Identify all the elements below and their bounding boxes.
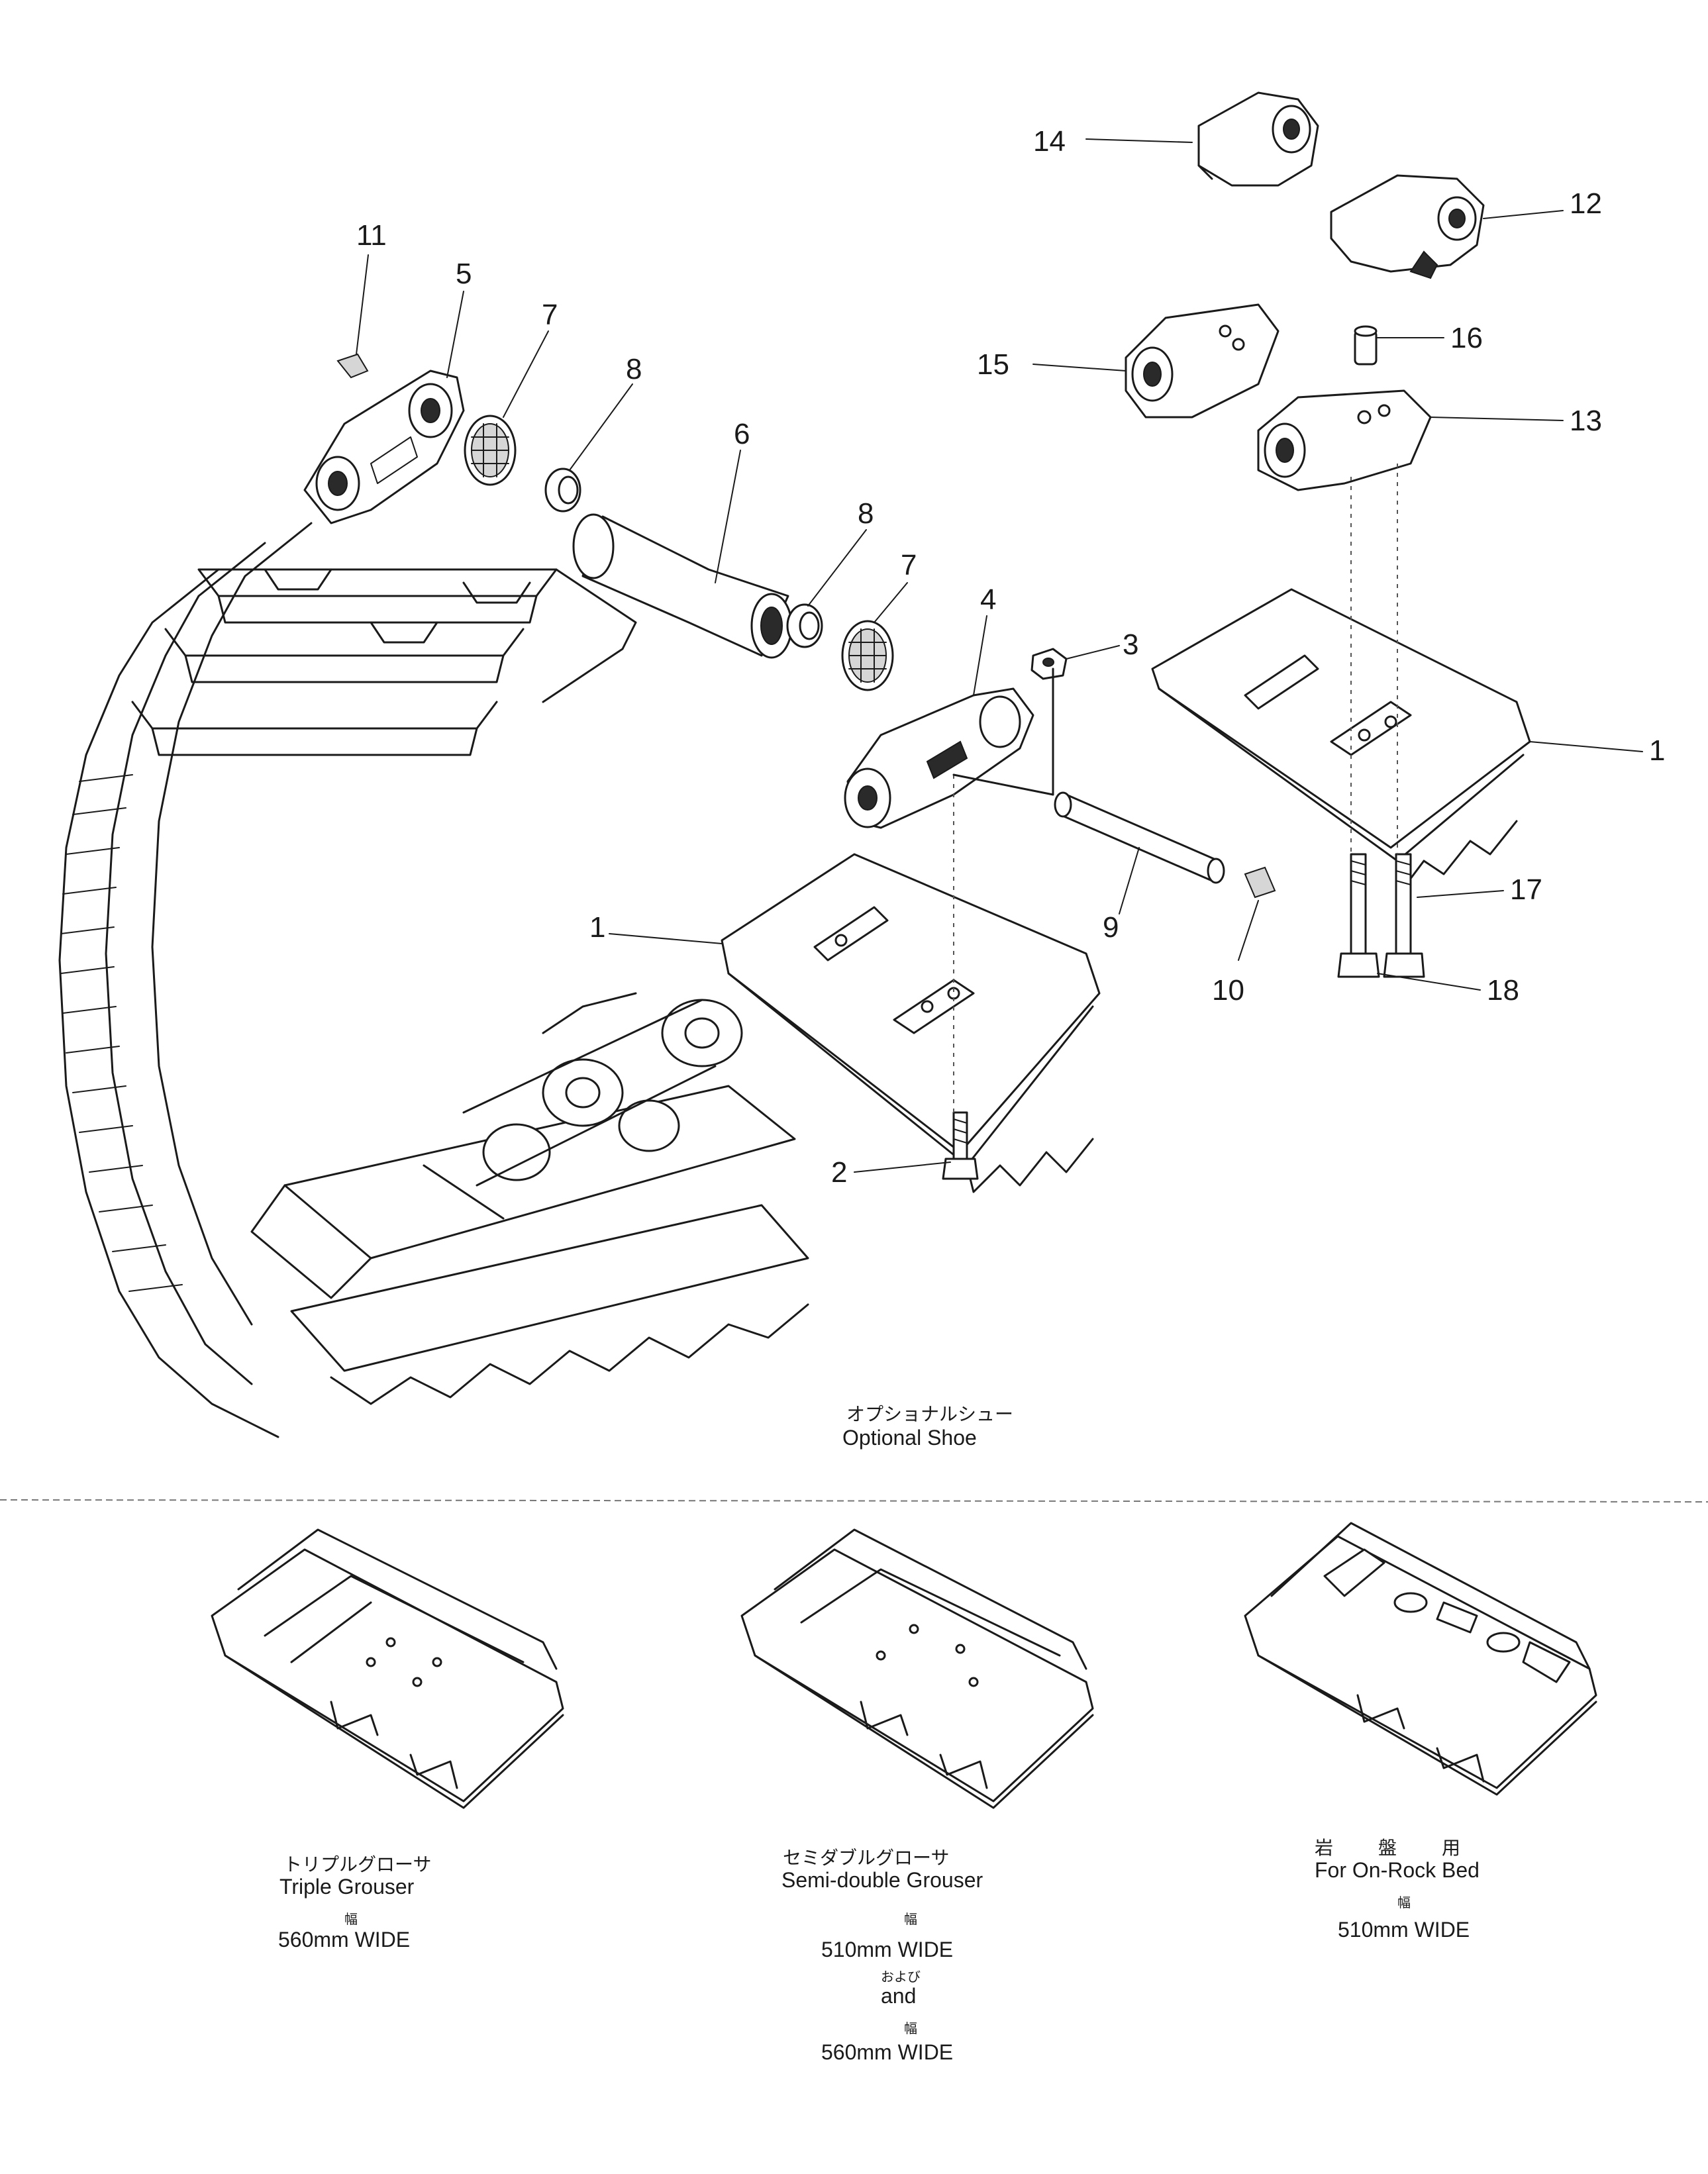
rock-bed-width: 510mm WIDE (1338, 1918, 1470, 1942)
semi-double-width2-jp: 幅 (904, 2020, 917, 2036)
part-1-shoe-center (721, 853, 1101, 1193)
callout-5: 5 (456, 258, 472, 290)
triple-grouser-name: Triple Grouser (279, 1875, 415, 1899)
part-3-nut (1030, 648, 1068, 680)
shoe-semi-double-drawing (740, 1528, 1094, 1809)
triple-grouser-jp: トリプルグローサ (283, 1853, 431, 1875)
callout-1b: 1 (1649, 734, 1665, 767)
callout-13: 13 (1570, 405, 1602, 437)
part-4-link (844, 687, 1034, 829)
semi-double-jp: セミダブルグローサ (783, 1847, 949, 1869)
callout-7a: 7 (542, 299, 558, 331)
part-5-link (303, 370, 465, 524)
callout-6: 6 (734, 418, 750, 450)
rock-bed-name: For On-Rock Bed (1315, 1858, 1480, 1882)
callout-11: 11 (356, 219, 387, 252)
track-assembly-drawing (58, 522, 809, 1438)
callout-3: 3 (1123, 628, 1138, 661)
part-8-ring-a (544, 468, 581, 513)
part-7-seal-a (464, 415, 517, 486)
callout-8a: 8 (626, 353, 642, 385)
rock-bed-jp: 岩 盤 用 (1315, 1837, 1474, 1859)
part-8-ring-b (786, 603, 823, 648)
part-2-bolt (942, 1111, 979, 1180)
triple-grouser-width-jp: 幅 (344, 1911, 358, 1927)
semi-double-width: 510mm WIDE (821, 1938, 953, 1961)
part-14-master-link (1197, 91, 1319, 187)
exploded-parts (303, 91, 1531, 1193)
callout-labels: 14 12 11 5 7 8 6 8 7 4 3 15 16 13 1 1 9 … (356, 125, 1665, 1189)
callout-leaders (356, 138, 1643, 1173)
callout-2: 2 (831, 1156, 847, 1189)
callout-18: 18 (1487, 974, 1519, 1007)
optional-shoe-en: Optional Shoe (842, 1426, 977, 1450)
shoe-triple-grouser-drawing (211, 1528, 564, 1809)
part-12-master-link (1330, 174, 1485, 279)
semi-double-and: and (881, 1984, 916, 2008)
semi-double-width2: 560mm WIDE (821, 2040, 953, 2064)
part-13-master-link (1257, 389, 1432, 491)
callout-14: 14 (1033, 125, 1066, 158)
part-16-pin (1354, 325, 1378, 366)
callout-10: 10 (1212, 974, 1244, 1007)
callout-17: 17 (1510, 873, 1542, 906)
callout-12: 12 (1570, 187, 1602, 220)
callout-15: 15 (977, 348, 1009, 381)
callout-4: 4 (980, 583, 996, 616)
part-6-bushing (572, 513, 793, 659)
optional-shoe-jp: オプショナルシュー (846, 1403, 1013, 1425)
optional-shoe-caption: オプショナルシュー Optional Shoe (842, 1403, 1013, 1450)
semi-double-and-jp: および (881, 1969, 921, 1985)
part-17-bolts (1350, 853, 1412, 955)
callout-1a: 1 (589, 911, 605, 944)
section-divider (0, 1499, 1708, 1503)
shoe-rock-bed-drawing (1244, 1522, 1597, 1796)
callout-8b: 8 (858, 497, 874, 530)
variant-captions: トリプルグローサ Triple Grouser 幅 560mm WIDE セミダ… (278, 1837, 1480, 2064)
callout-9: 9 (1103, 911, 1119, 944)
part-9-pin (1054, 791, 1225, 884)
part-10-cap (1244, 866, 1276, 899)
callout-16: 16 (1450, 322, 1483, 354)
callout-7b: 7 (901, 549, 917, 581)
part-7-seal-b (841, 620, 894, 691)
triple-grouser-width: 560mm WIDE (278, 1928, 410, 1952)
part-11-cap (336, 353, 369, 379)
rock-bed-width-jp: 幅 (1397, 1895, 1411, 1910)
semi-double-width-jp: 幅 (904, 1911, 917, 1927)
part-1-shoe-right (1151, 588, 1531, 889)
part-15-master-link (1125, 303, 1280, 419)
semi-double-name: Semi-double Grouser (781, 1868, 983, 1892)
part-18-nuts (1337, 952, 1425, 978)
